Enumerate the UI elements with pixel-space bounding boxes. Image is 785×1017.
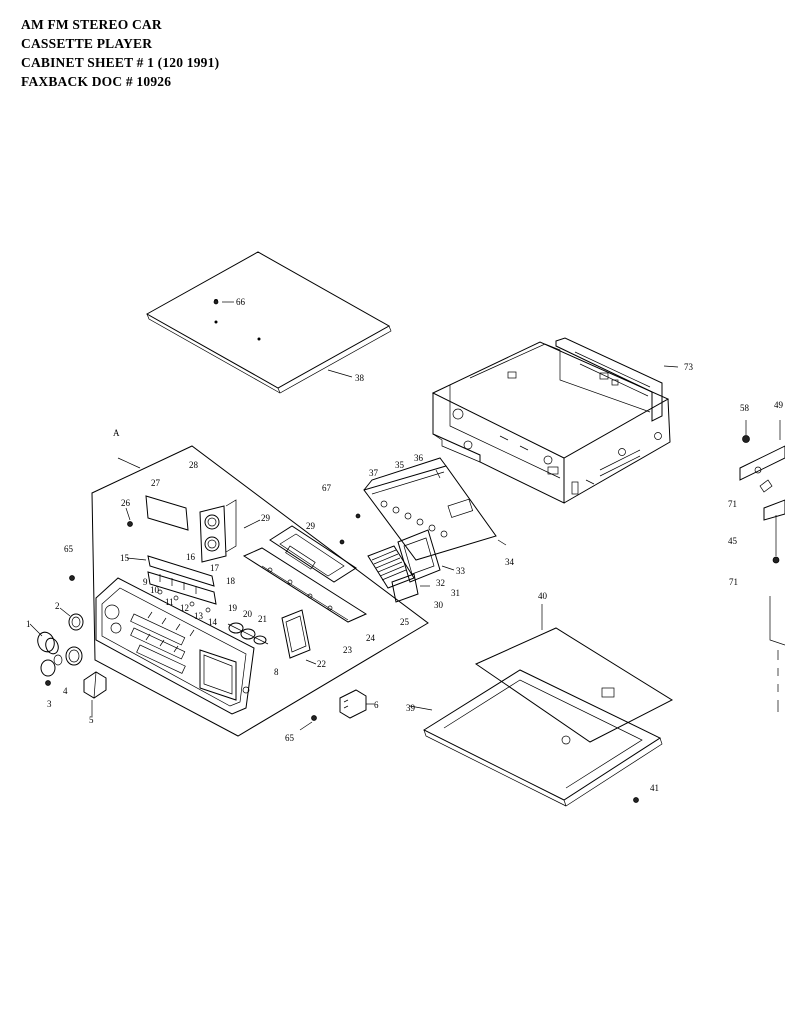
callout-33: 33 (456, 566, 466, 576)
display-module-29 (269, 525, 357, 583)
front-panel-backing (91, 445, 429, 737)
callout-18: 18 (226, 576, 236, 586)
callout-19: 19 (228, 603, 238, 613)
callout-10: 10 (150, 585, 160, 595)
callout-38: 38 (355, 373, 365, 383)
leader-29a (243, 519, 261, 529)
callout-6: 6 (374, 700, 379, 710)
callout-22: 22 (317, 659, 326, 669)
rear-connector-board (355, 457, 507, 561)
chassis-frame (431, 337, 679, 504)
callout-21: 21 (258, 614, 267, 624)
callout-29-b: 29 (306, 521, 316, 531)
header-line-product: AM FM STEREO CAR (21, 17, 162, 32)
callout-49: 49 (774, 400, 784, 410)
bottom-cover-39 (409, 669, 663, 807)
lcd-panel-23 (281, 609, 317, 665)
callout-35: 35 (395, 460, 405, 470)
callout-45: 45 (728, 536, 738, 546)
callout-36: 36 (414, 453, 424, 463)
right-side-bracket (739, 420, 785, 712)
callout-A: A (113, 428, 120, 438)
callout-11: 11 (165, 597, 174, 607)
header-line-type: CASSETTE PLAYER (21, 36, 153, 51)
header-line-sheet: CABINET SHEET # 1 (120 1991) (21, 55, 220, 70)
callout-9: 9 (143, 577, 148, 587)
callout-17: 17 (210, 563, 220, 573)
callout-66: 66 (236, 297, 246, 307)
callout-29-a: 29 (261, 513, 271, 523)
callout-28: 28 (189, 460, 199, 470)
callout-12: 12 (180, 603, 189, 613)
callout-32: 32 (436, 578, 445, 588)
callout-4: 4 (63, 686, 68, 696)
callout-25: 25 (400, 617, 410, 627)
button-board (126, 555, 217, 613)
callout-2: 2 (55, 601, 60, 611)
callout-23: 23 (343, 645, 353, 655)
callout-5: 5 (89, 715, 94, 725)
callout-39: 39 (406, 703, 416, 713)
callout-13: 13 (194, 611, 204, 621)
button-bracket-27 (125, 495, 189, 531)
callout-71-b: 71 (729, 577, 738, 587)
screws (69, 299, 317, 731)
bottom-insulator-40 (474, 604, 674, 743)
callout-14: 14 (208, 617, 218, 627)
callout-26: 26 (121, 498, 131, 508)
connector-block-6 (339, 689, 374, 719)
callout-20: 20 (243, 609, 253, 619)
heatsink-board (367, 529, 455, 603)
callout-1: 1 (26, 619, 31, 629)
header-line-doc-number: FAXBACK DOC # 10926 (21, 74, 172, 89)
document-header: AM FM STEREO CAR CASSETTE PLAYER CABINET… (21, 15, 219, 91)
rocker-switch-19-21 (227, 622, 269, 645)
top-cover-plate (145, 251, 392, 394)
callout-40: 40 (538, 591, 548, 601)
callout-16: 16 (186, 552, 196, 562)
callout-30: 30 (434, 600, 444, 610)
callout-8: 8 (274, 667, 279, 677)
connector-block-5 (83, 671, 107, 716)
callout-37: 37 (369, 468, 379, 478)
callout-3: 3 (47, 699, 52, 709)
callout-73: 73 (684, 362, 694, 372)
callout-67: 67 (322, 483, 332, 493)
callout-41: 41 (650, 783, 659, 793)
callout-71-a: 71 (728, 499, 737, 509)
callout-15: 15 (120, 553, 130, 563)
front-faceplate (95, 577, 255, 715)
control-board-24 (242, 547, 368, 623)
callout-31: 31 (451, 588, 460, 598)
callout-labels: 1 2 3 4 5 6 8 9 10 11 12 13 14 15 16 17 … (26, 297, 784, 793)
callout-65-a: 65 (64, 544, 74, 554)
callout-65-b: 65 (285, 733, 295, 743)
callout-58: 58 (740, 403, 750, 413)
volume-knobs (29, 607, 84, 686)
callout-34: 34 (505, 557, 515, 567)
callout-27: 27 (151, 478, 161, 488)
callout-24: 24 (366, 633, 376, 643)
dual-knob-unit-28 (199, 499, 237, 563)
